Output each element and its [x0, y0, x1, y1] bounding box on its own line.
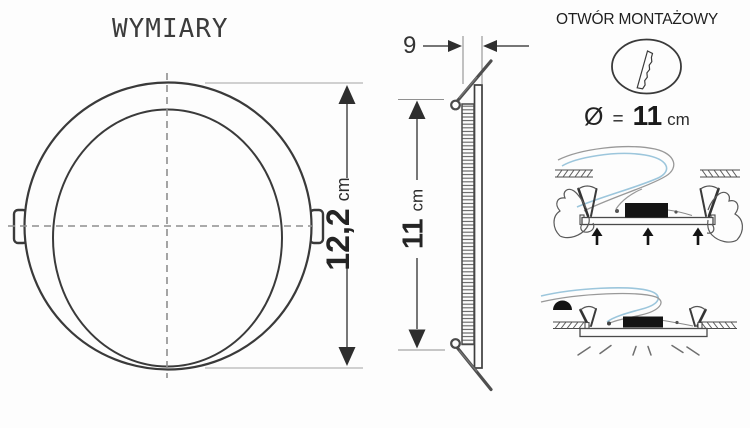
wire-blue — [540, 287, 659, 323]
height-value: 11 — [397, 218, 430, 250]
wire-gray — [557, 145, 675, 212]
wire-blue — [561, 152, 668, 208]
centerlines — [8, 73, 312, 378]
arrow-up-icon — [338, 85, 356, 104]
wire-connector — [615, 209, 619, 213]
mounting-hole-dimension: Ø = 11 cm — [584, 102, 690, 130]
extension-lines — [462, 36, 483, 84]
hand-right — [706, 191, 743, 243]
height-dimension-label: 11 cm — [397, 188, 430, 250]
spring-clip-bottom — [450, 338, 493, 392]
led-driver-box — [625, 203, 668, 218]
front-view-drawing — [8, 73, 363, 378]
up-arrow-icon — [692, 227, 704, 245]
light-rays-icon — [577, 344, 700, 356]
push-up-arrows — [591, 227, 704, 245]
panel-side — [581, 216, 714, 226]
up-arrow-icon — [642, 227, 654, 245]
clip-squeezed-right — [699, 185, 720, 218]
wire-connector — [607, 321, 611, 326]
arrow-down-icon — [408, 329, 426, 349]
diameter-value: 12,2 — [320, 208, 356, 271]
diameter-dimension-label: 12,2 cm — [320, 177, 356, 271]
ceiling-cutout — [553, 321, 737, 330]
arrow-up-icon — [408, 100, 426, 119]
hole-diameter-unit: cm — [667, 110, 690, 129]
ceiling-cutout — [555, 169, 740, 178]
install-step-2 — [540, 287, 737, 356]
height-unit: cm — [407, 188, 427, 212]
saw-blade-icon — [636, 50, 654, 90]
arrow-right-icon — [448, 40, 462, 52]
dimensions-title: WYMIARY — [112, 14, 229, 44]
mounting-hole-icon — [611, 38, 682, 95]
thickness-dimension-line — [423, 40, 529, 52]
wire-connector — [675, 320, 679, 325]
up-arrow-icon — [591, 227, 603, 245]
diameter-unit: cm — [333, 177, 353, 202]
thickness-dimension-label: 9 — [403, 32, 417, 59]
side-view-drawing — [398, 36, 529, 392]
diameter-symbol: Ø — [584, 103, 604, 131]
spring-clip-top — [450, 59, 493, 111]
clip-squeezed-left — [577, 185, 598, 218]
mounting-hole-heading: OTWÓR MONTAŻOWY — [556, 11, 719, 28]
hand-left — [553, 188, 595, 239]
arrow-left-icon — [483, 40, 497, 52]
led-driver-box — [623, 316, 663, 328]
wire-branch — [615, 188, 643, 210]
panel-body-profile — [461, 103, 475, 346]
panel-bezel-profile — [473, 84, 483, 369]
wire-connector — [674, 210, 678, 214]
reference-lines — [205, 82, 363, 369]
equals-sign: = — [612, 109, 624, 130]
panel-recessed — [579, 327, 708, 338]
install-step-1 — [553, 145, 743, 310]
hole-diameter-value: 11 — [632, 100, 663, 131]
height-dimension-line — [398, 98, 445, 351]
diameter-dimension-line — [338, 85, 356, 366]
thumb-silhouette — [553, 300, 572, 310]
arrow-down-icon — [338, 347, 356, 366]
